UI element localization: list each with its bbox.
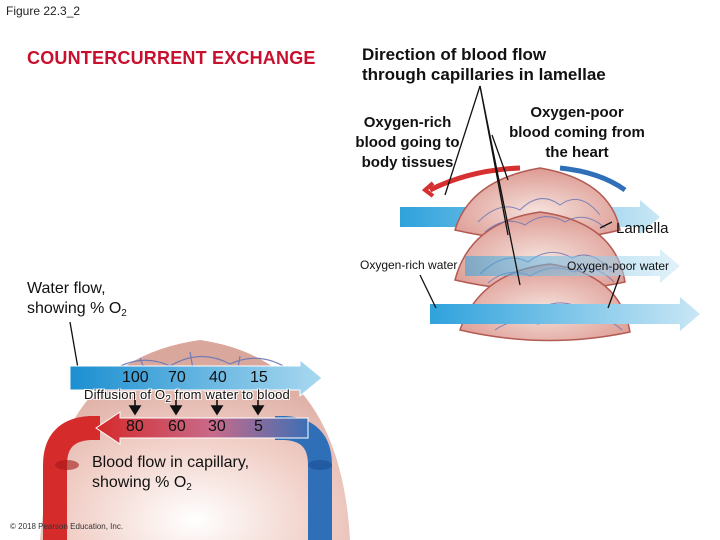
blood-flow-arrow-main	[95, 411, 309, 445]
oxygen-poor-water-label: Oxygen-poor water	[567, 259, 670, 273]
blood-flow-label: Blood flow in capillary, showing % O2	[92, 454, 250, 493]
water-o2-value: 70	[168, 369, 186, 386]
blood-o2-value: 30	[208, 418, 226, 435]
water-flow-arrow-main	[69, 358, 323, 398]
blood-o2-value: 60	[168, 418, 186, 435]
water-flow-label: Water flow, showing % O2	[27, 280, 127, 319]
capillary-closeup	[40, 340, 350, 540]
oxygen-poor-blood-label: Oxygen-poor blood coming from the heart	[509, 104, 645, 161]
diffusion-label: Diffusion of O2 from water to blood	[84, 387, 290, 405]
blood-o2-value: 80	[126, 418, 144, 435]
water-o2-value: 100	[122, 369, 149, 386]
blood-o2-value: 5	[254, 418, 263, 435]
direction-of-blood-flow-label: Direction of blood flow through capillar…	[362, 45, 606, 84]
diagram-title: COUNTERCURRENT EXCHANGE	[27, 48, 316, 68]
figure-label: Figure 22.3_2	[6, 4, 81, 18]
lamellae-illustration	[400, 165, 700, 342]
oxygen-rich-water-label: Oxygen-rich water	[360, 258, 458, 272]
copyright-notice: © 2018 Pearson Education, Inc.	[10, 522, 124, 531]
water-o2-value: 40	[209, 369, 227, 386]
oxygen-rich-blood-label: Oxygen-rich blood going to body tissues	[355, 114, 460, 171]
lamella-label: Lamella	[616, 220, 669, 237]
water-o2-value: 15	[250, 369, 268, 386]
water-flow-arrow-lower	[430, 297, 700, 331]
